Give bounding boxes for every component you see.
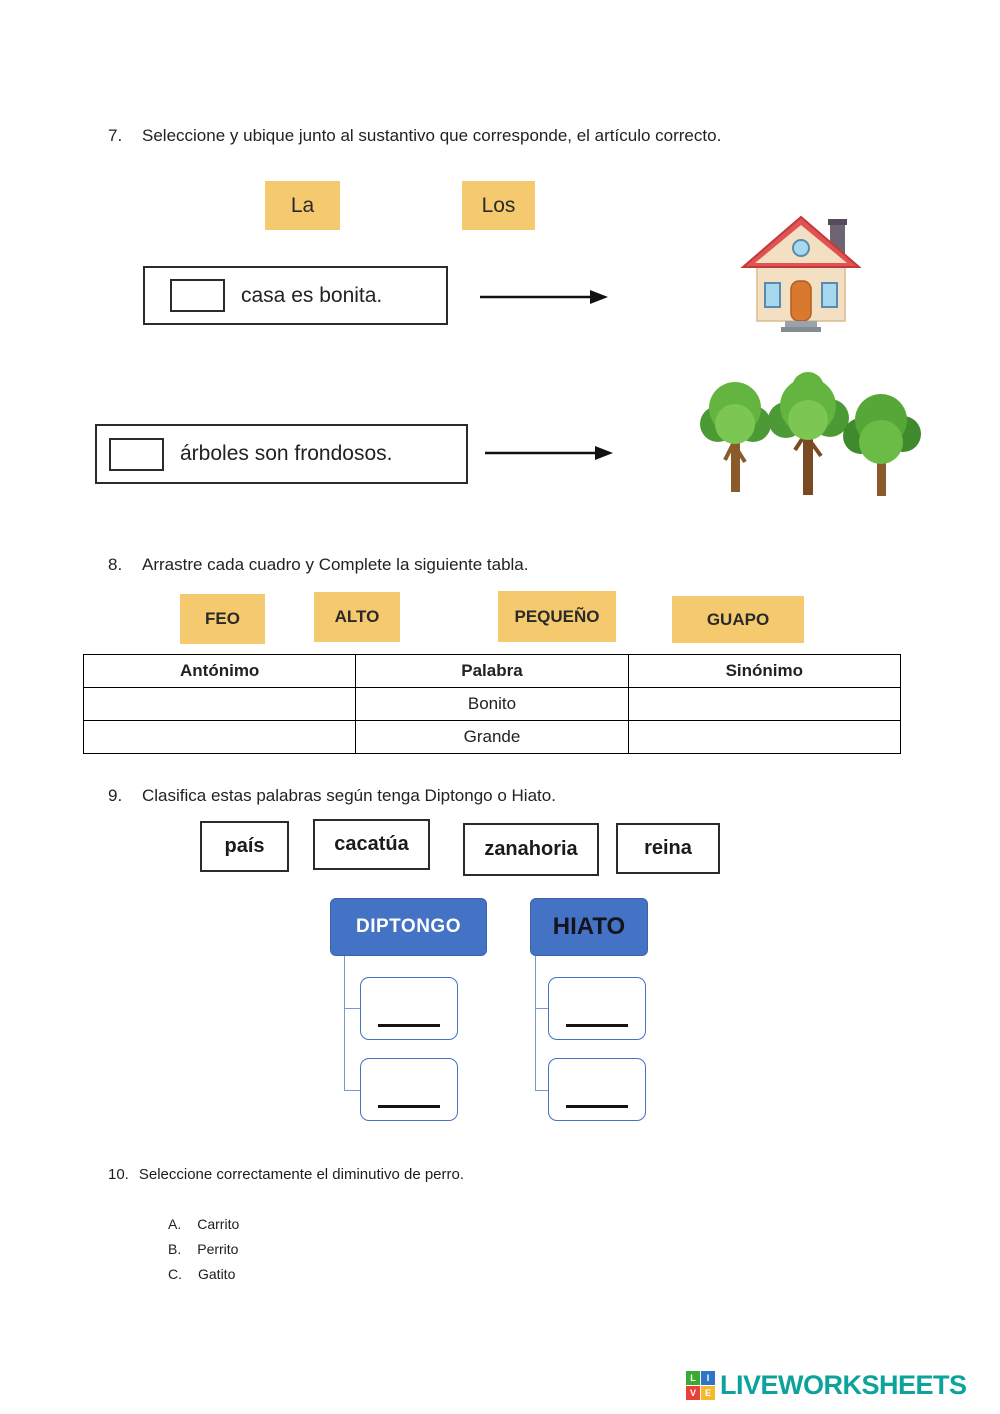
draggable-tile-los[interactable]: Los [462, 181, 535, 230]
word-cacatua-label: cacatúa [334, 833, 409, 855]
question-9-number: 9. [108, 786, 123, 805]
bracket-line [535, 1090, 548, 1091]
option-a-letter: A. [168, 1216, 182, 1232]
table-header-sinonimo: Sinónimo [627, 654, 902, 688]
word-reina-label: reina [644, 837, 692, 859]
blank-line [566, 1024, 628, 1027]
question-10-text: Seleccione correctamente el diminutivo d… [138, 1166, 465, 1183]
bracket-line [344, 1090, 360, 1091]
sentence-box-arboles: árboles son frondosos. [95, 424, 468, 484]
table-cell-bonito: Bonito [355, 687, 629, 721]
option-a-text: Carrito [197, 1216, 240, 1232]
sentence-arboles-text: árboles son frondosos. [180, 442, 393, 465]
draggable-word-cacatua[interactable]: cacatúa [313, 819, 430, 870]
house-illustration [740, 215, 862, 332]
drop-cell-antonimo-grande[interactable] [82, 720, 357, 754]
liveworksheets-logo-icon: L I V E [686, 1371, 715, 1400]
logo-cell-i: I [701, 1371, 715, 1385]
table-header-row: Antónimo Palabra Sinónimo [82, 654, 902, 688]
draggable-tile-la[interactable]: La [265, 181, 340, 230]
hiato-answer-slot-1[interactable] [548, 977, 646, 1040]
bracket-line [535, 956, 536, 1090]
sentence-casa-text: casa es bonita. [241, 283, 383, 307]
question-7-text: Seleccione y ubique junto al sustantivo … [142, 126, 722, 145]
category-header-hiato: HIATO [530, 898, 648, 956]
sentence-box-casa: casa es bonita. [143, 266, 448, 325]
question-8-text: Arrastre cada cuadro y Complete la sigui… [142, 555, 529, 574]
option-c-letter: C. [168, 1266, 182, 1282]
table-header-palabra: Palabra [355, 654, 629, 688]
tile-pequeno-label: PEQUEÑO [514, 606, 600, 626]
tile-los-label: Los [481, 193, 516, 217]
blank-line [566, 1105, 628, 1108]
arrow-icon [480, 290, 608, 304]
word-pais-label: país [224, 835, 265, 857]
bracket-line [535, 1008, 548, 1009]
drop-cell-sinonimo-bonito[interactable] [627, 687, 902, 721]
draggable-word-pais[interactable]: país [200, 821, 289, 872]
blank-line [378, 1024, 440, 1027]
question-10-number: 10. [108, 1166, 129, 1183]
table-cell-grande: Grande [355, 720, 629, 754]
bracket-line [344, 956, 345, 1090]
question-8-prompt: 8. Arrastre cada cuadro y Complete la si… [108, 555, 928, 575]
option-c-text: Gatito [198, 1266, 236, 1282]
trees-illustration [700, 372, 921, 496]
diptongo-answer-slot-1[interactable] [360, 977, 458, 1040]
logo-cell-v: V [686, 1386, 700, 1400]
article-drop-target-casa[interactable] [170, 279, 225, 312]
drop-cell-antonimo-bonito[interactable] [82, 687, 357, 721]
brand-text: LIVEWORKSHEETS [720, 1370, 967, 1400]
draggable-tile-alto[interactable]: ALTO [314, 592, 400, 642]
question-10-prompt: 10. Seleccione correctamente el diminuti… [108, 1166, 928, 1183]
tile-la-label: La [290, 193, 315, 217]
word-zanahoria-label: zanahoria [484, 838, 578, 860]
option-b-perrito[interactable]: B. Perrito [168, 1241, 238, 1257]
draggable-tile-guapo[interactable]: GUAPO [672, 596, 804, 643]
category-header-diptongo: DIPTONGO [330, 898, 487, 956]
question-7-number: 7. [108, 126, 123, 145]
question-8-number: 8. [108, 555, 123, 574]
draggable-word-reina[interactable]: reina [616, 823, 720, 874]
question-9-text: Clasifica estas palabras según tenga Dip… [142, 786, 556, 805]
logo-cell-l: L [686, 1371, 700, 1385]
option-a-carrito[interactable]: A. Carrito [168, 1216, 239, 1232]
drop-cell-sinonimo-grande[interactable] [627, 720, 902, 754]
table-row: Bonito [82, 687, 902, 721]
liveworksheets-brand-link[interactable]: L I V E LIVEWORKSHEETS [686, 1370, 967, 1401]
diptongo-answer-slot-2[interactable] [360, 1058, 458, 1121]
draggable-tile-feo[interactable]: FEO [180, 594, 265, 644]
tile-guapo-label: GUAPO [706, 609, 770, 629]
article-drop-target-arboles[interactable] [109, 437, 164, 471]
hiato-label: HIATO [552, 913, 626, 940]
question-9-prompt: 9. Clasifica estas palabras según tenga … [108, 786, 928, 806]
diptongo-label: DIPTONGO [356, 916, 461, 937]
bracket-line [344, 1008, 360, 1009]
draggable-tile-pequeno[interactable]: PEQUEÑO [498, 591, 616, 642]
hiato-answer-slot-2[interactable] [548, 1058, 646, 1121]
arrow-icon [485, 446, 613, 460]
table-row: Grande [82, 720, 902, 754]
option-c-gatito[interactable]: C. Gatito [168, 1266, 235, 1282]
logo-cell-e: E [701, 1386, 715, 1400]
tile-feo-label: FEO [205, 609, 240, 628]
question-7-prompt: 7. Seleccione y ubique junto al sustanti… [108, 126, 928, 146]
option-b-letter: B. [168, 1241, 182, 1257]
option-b-text: Perrito [197, 1241, 239, 1257]
antonym-synonym-table: Antónimo Palabra Sinónimo Bonito Grande [82, 654, 902, 754]
blank-line [378, 1105, 440, 1108]
draggable-word-zanahoria[interactable]: zanahoria [463, 823, 599, 876]
table-header-antonimo: Antónimo [82, 654, 357, 688]
tile-alto-label: ALTO [334, 607, 380, 626]
